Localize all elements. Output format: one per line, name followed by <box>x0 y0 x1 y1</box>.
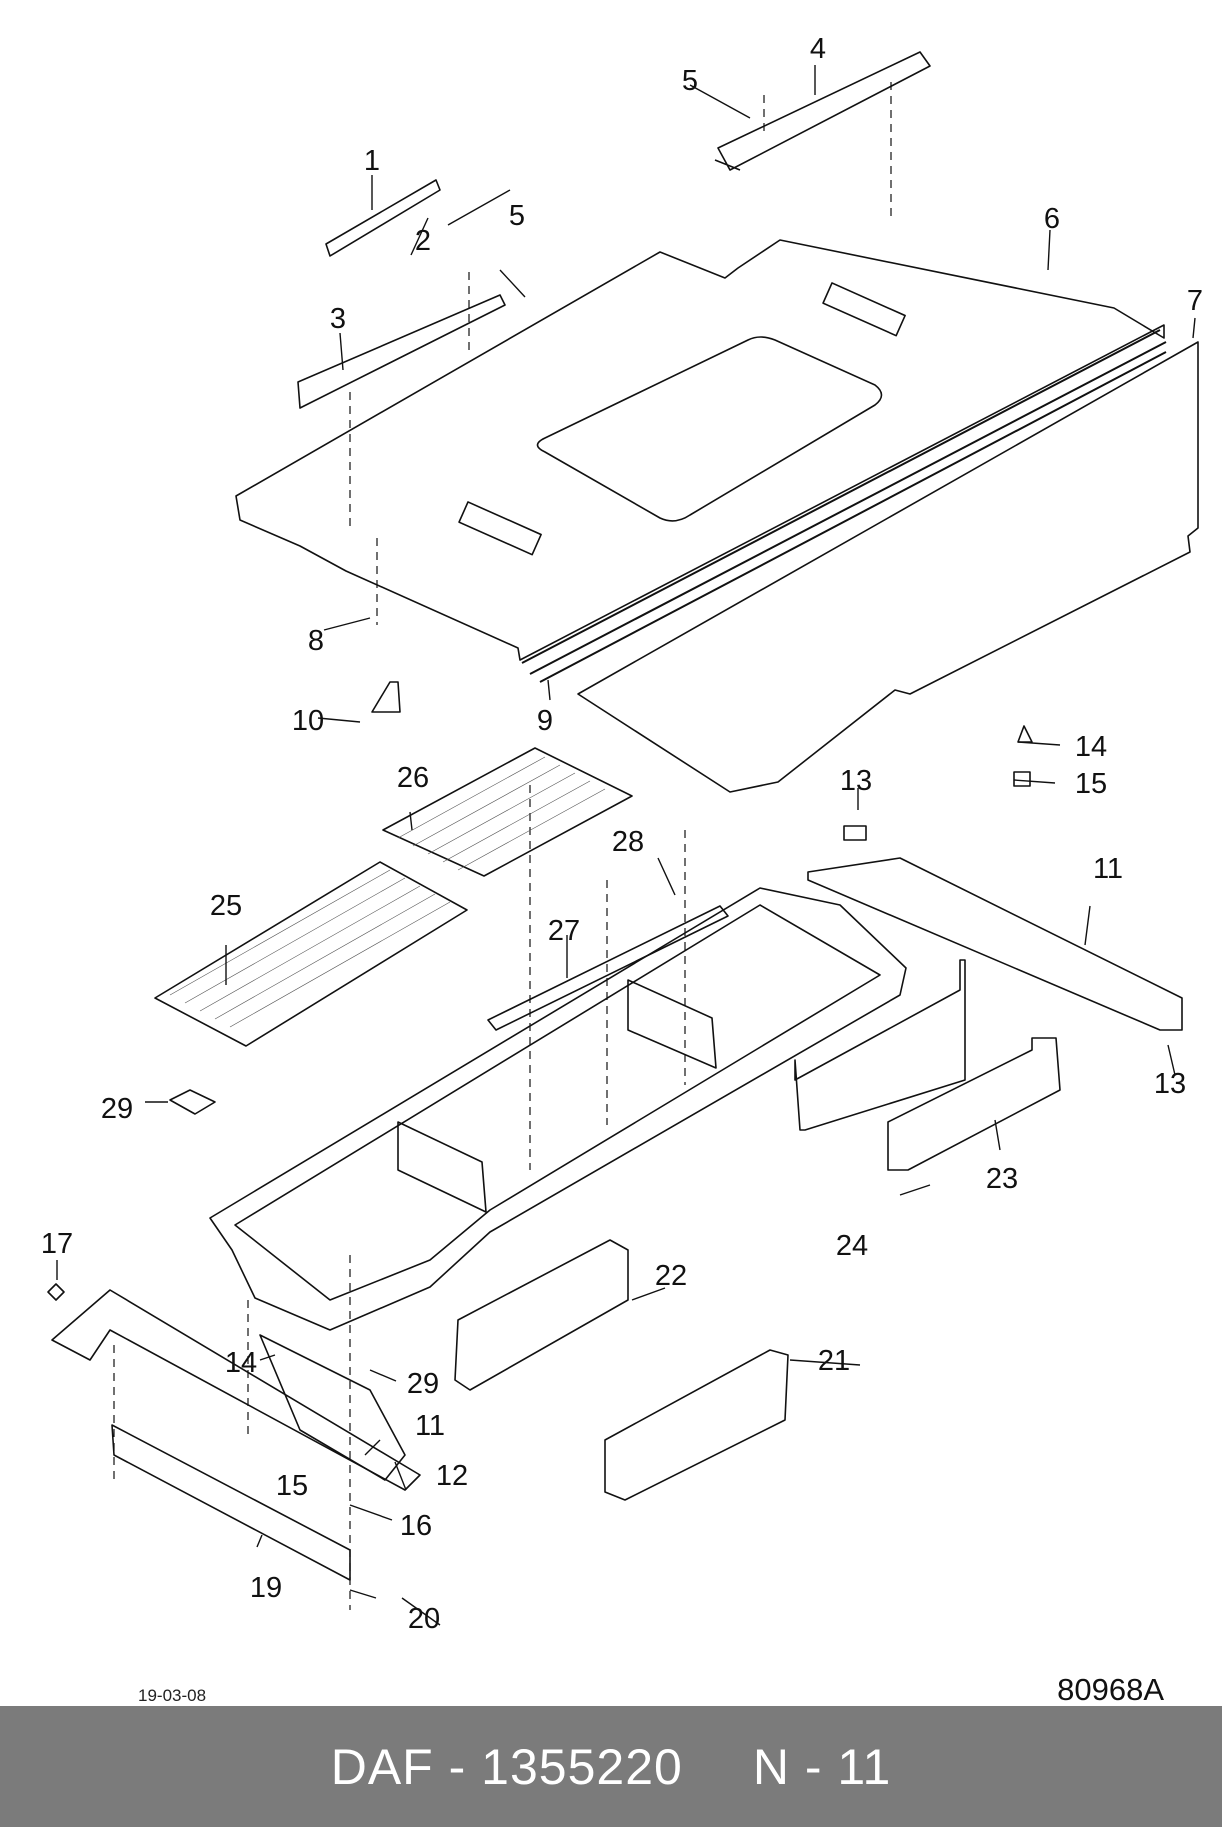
footer-bar: DAF - 1355220 N - 11 <box>0 1706 1222 1827</box>
frame-24 <box>794 959 966 1131</box>
callout-24: 24 <box>836 1230 868 1262</box>
parts-diagram: 1 2 3 4 5 5 6 7 8 9 10 11 11 12 13 13 14… <box>41 33 1203 1635</box>
callout-8: 8 <box>308 625 324 657</box>
partition-left <box>397 1121 487 1213</box>
cross-member-4 <box>714 51 931 171</box>
section-code: N - 11 <box>752 1738 892 1795</box>
callout-2: 2 <box>415 225 431 257</box>
floor-panel-slot-1 <box>822 282 906 337</box>
beam-11-right <box>807 857 1183 1031</box>
drawing-number: 80968A <box>1057 1672 1164 1707</box>
callout-3: 3 <box>330 303 346 335</box>
callout-7: 7 <box>1187 285 1203 317</box>
callout-5-mid: 5 <box>509 200 525 232</box>
callout-26: 26 <box>397 762 429 794</box>
nut-15 <box>1013 771 1031 787</box>
trim-19 <box>111 1424 351 1581</box>
callout-15-left: 15 <box>276 1470 308 1502</box>
clip-14 <box>1017 725 1033 743</box>
bracket-1 <box>325 179 441 257</box>
callout-11-left: 11 <box>415 1410 445 1442</box>
callout-28: 28 <box>612 826 644 858</box>
panel-21 <box>604 1349 789 1501</box>
callout-11-right: 11 <box>1093 853 1123 885</box>
callout-1: 1 <box>364 145 380 177</box>
callout-23: 23 <box>986 1163 1018 1195</box>
callout-14-left: 14 <box>225 1347 257 1379</box>
callout-29-left: 29 <box>407 1368 439 1400</box>
callout-29-top: 29 <box>101 1093 133 1125</box>
bracket-12 <box>259 1334 406 1481</box>
rail-28 <box>487 905 729 1031</box>
callout-20: 20 <box>408 1603 440 1635</box>
callout-12: 12 <box>436 1460 468 1492</box>
callout-16: 16 <box>400 1510 432 1542</box>
frame-23 <box>887 1037 1061 1171</box>
storage-box-inner <box>234 904 881 1301</box>
callout-21: 21 <box>818 1345 850 1377</box>
callout-13-top: 13 <box>840 765 872 797</box>
callout-19: 19 <box>250 1572 282 1604</box>
floor-panel-7 <box>577 341 1199 793</box>
guide-lines <box>113 82 892 1610</box>
callout-15-right: 15 <box>1075 768 1107 800</box>
callout-17: 17 <box>41 1228 73 1260</box>
floor-mat-26 <box>382 747 633 877</box>
cover-22 <box>454 1239 629 1391</box>
callout-4: 4 <box>810 33 826 65</box>
seam-strip <box>521 329 1167 683</box>
callout-6: 6 <box>1044 203 1060 235</box>
cross-member-3 <box>297 294 506 409</box>
leader-lines <box>56 65 1196 1626</box>
floor-panel-cutout <box>536 336 883 522</box>
partition-center <box>627 979 717 1069</box>
plug-13 <box>843 825 867 841</box>
callout-9: 9 <box>537 705 553 737</box>
callout-22: 22 <box>655 1260 687 1292</box>
callout-14-right: 14 <box>1075 731 1107 763</box>
grommet-10 <box>371 681 401 713</box>
drawing-date: 19-03-08 <box>138 1686 207 1705</box>
callout-25: 25 <box>210 890 242 922</box>
callout-13-right: 13 <box>1154 1068 1186 1100</box>
floor-mat-25 <box>154 861 468 1047</box>
bracket-29 <box>169 1089 216 1115</box>
callout-10: 10 <box>292 705 324 737</box>
floor-panel-slot-2 <box>458 501 542 556</box>
cap-17 <box>47 1283 65 1301</box>
floor-panel-8 <box>235 239 1165 661</box>
callout-27: 27 <box>548 915 580 947</box>
callout-5-top: 5 <box>682 65 698 97</box>
front-trim-left <box>51 1289 421 1491</box>
storage-box <box>209 887 907 1331</box>
part-code: DAF - 1355220 <box>330 1738 683 1795</box>
mat-texture <box>169 756 606 1028</box>
